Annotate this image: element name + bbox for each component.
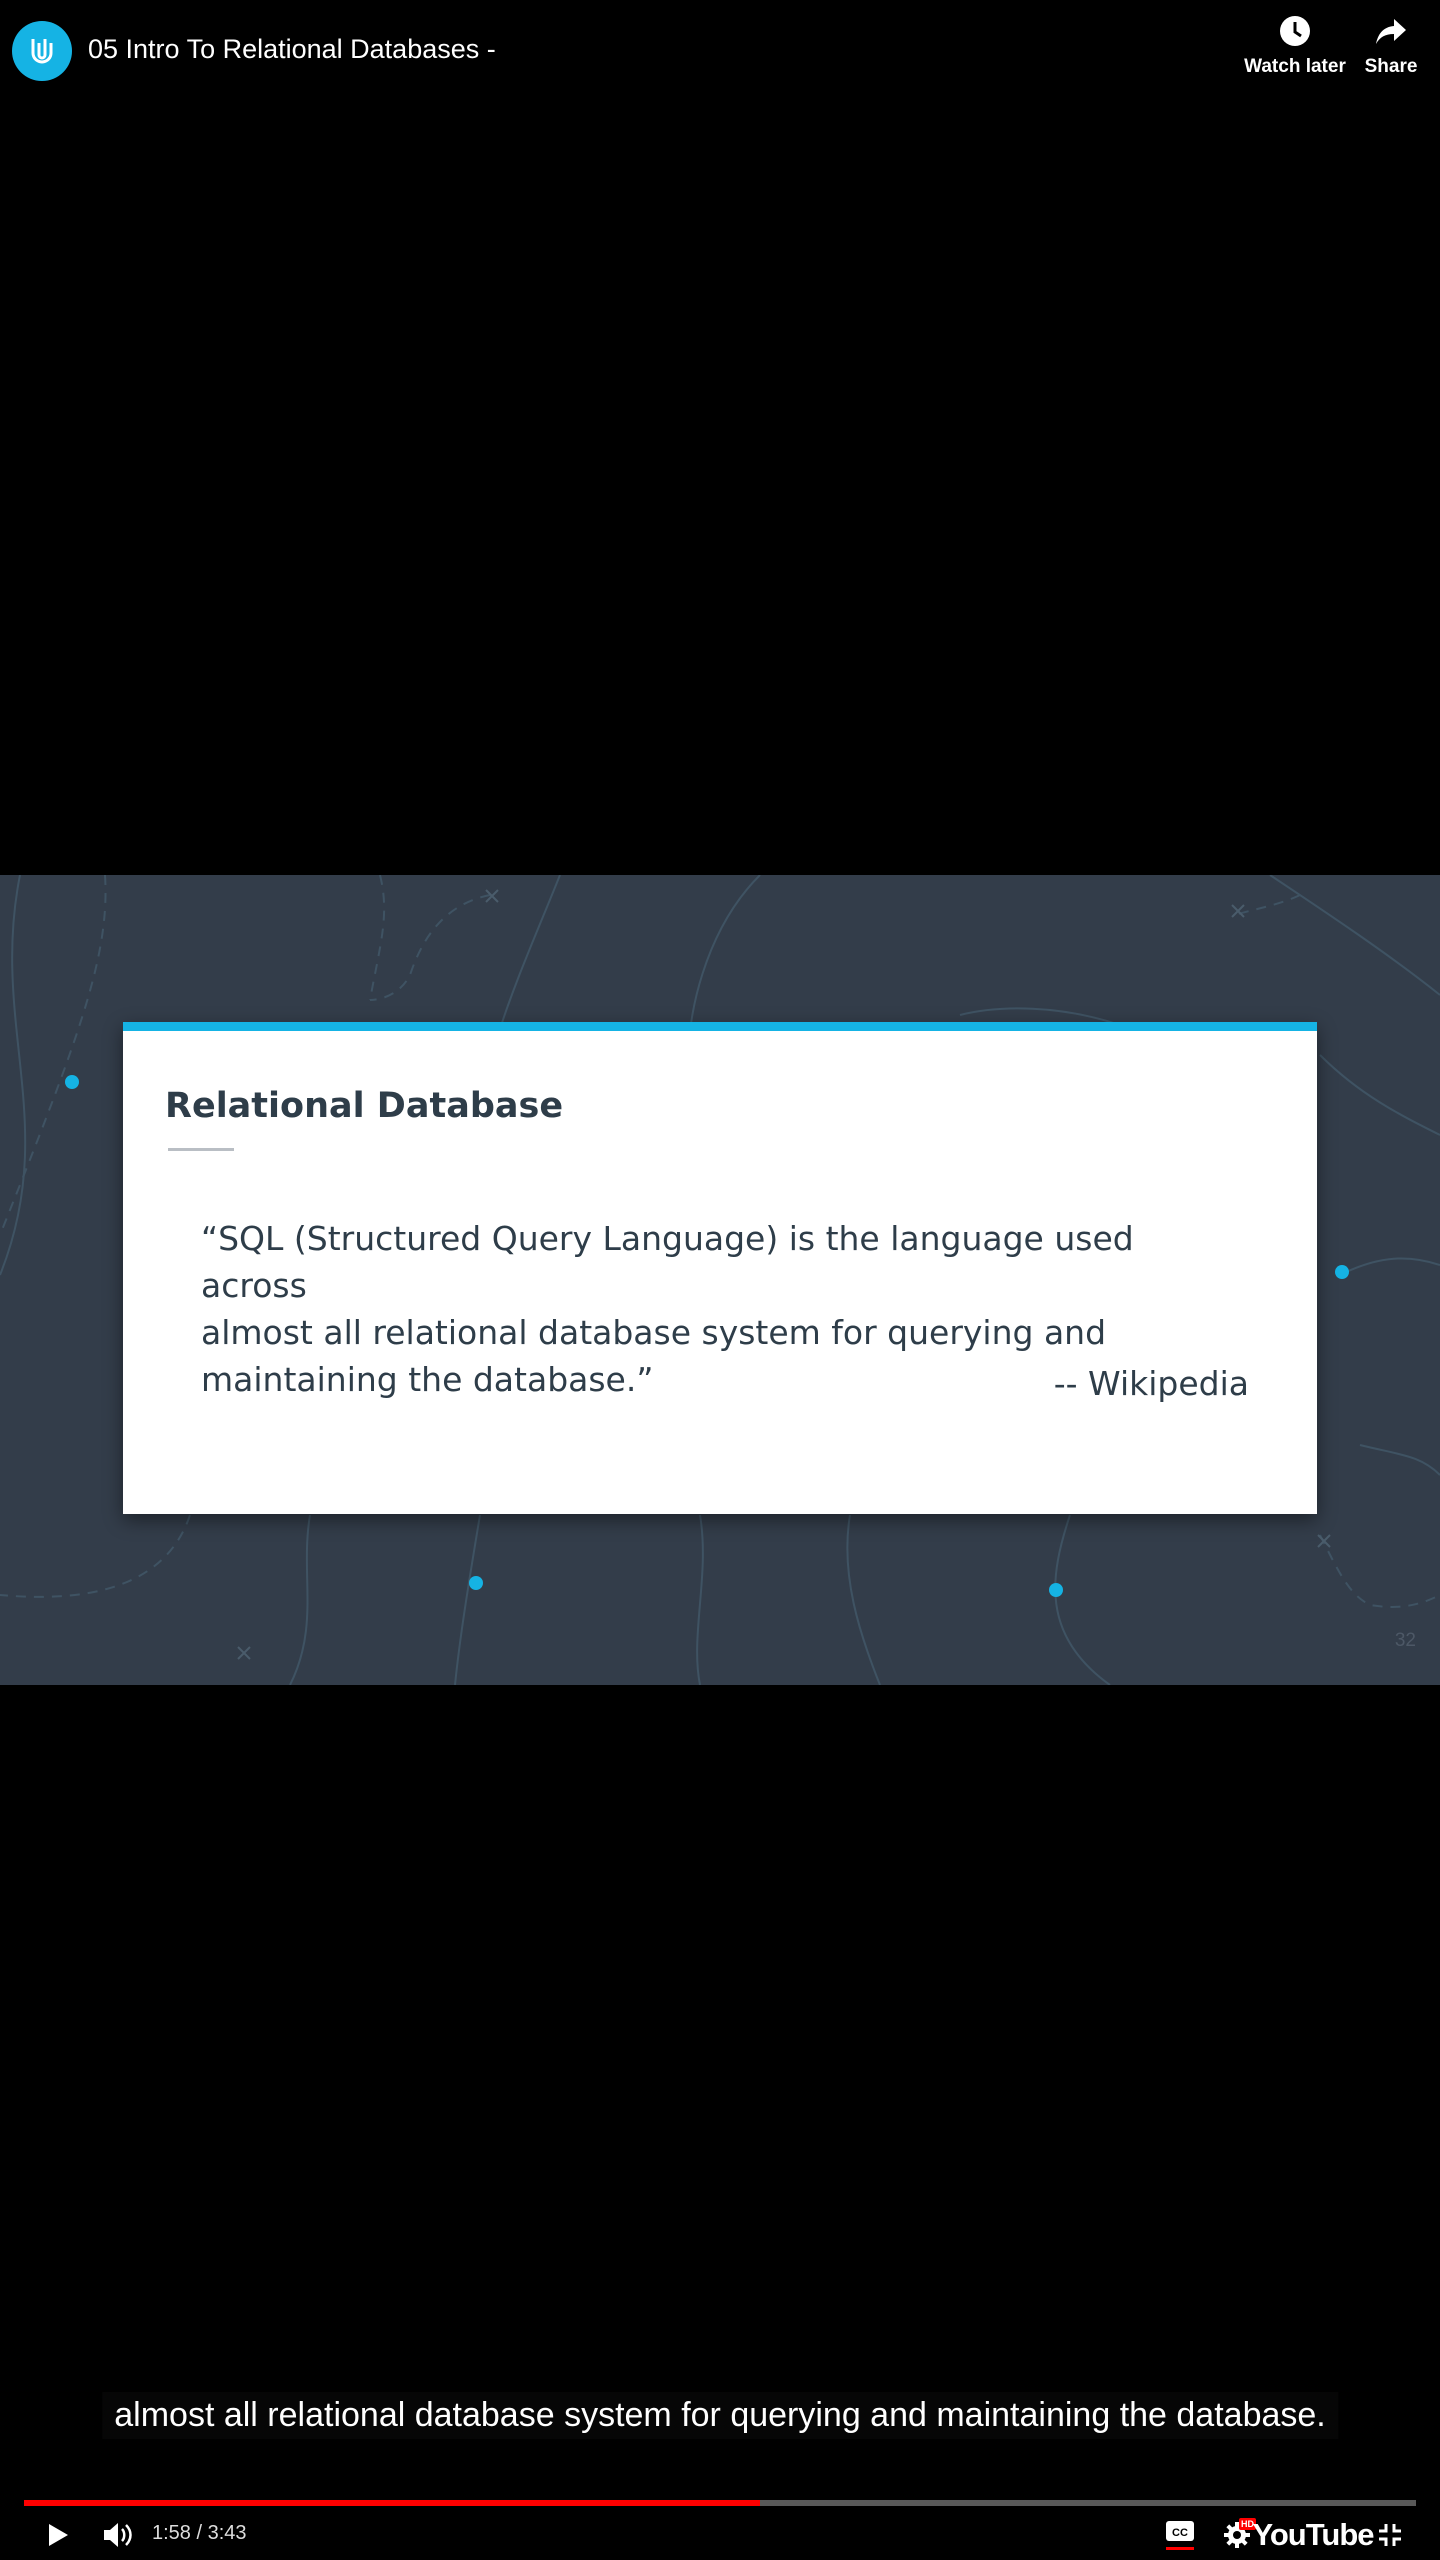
hd-badge: HD	[1239, 2518, 1256, 2530]
volume-button[interactable]	[96, 2510, 140, 2560]
watch-later-button[interactable]: Watch later	[1240, 14, 1350, 78]
captions-button[interactable]: CC	[1160, 2510, 1200, 2560]
channel-avatar[interactable]	[12, 21, 72, 81]
video-title[interactable]: 05 Intro To Relational Databases -	[88, 34, 496, 64]
quote-attribution: -- Wikipedia	[1053, 1364, 1249, 1403]
youtube-wordmark: YouTube	[1252, 2517, 1375, 2552]
quote-line: maintaining the database.”	[201, 1360, 654, 1399]
clock-icon	[1280, 16, 1310, 46]
exit-fullscreen-button[interactable]	[1370, 2510, 1410, 2560]
video-frame-slide[interactable]: Relational Database “SQL (Structured Que…	[0, 875, 1440, 1685]
slide-background-pattern	[0, 875, 1440, 1685]
current-time: 1:58	[152, 2522, 191, 2544]
settings-button[interactable]: HD	[1218, 2510, 1262, 2560]
svg-text:CC: CC	[1172, 2527, 1188, 2539]
share-arrow-icon	[1376, 19, 1406, 44]
watch-later-label: Watch later	[1244, 56, 1346, 77]
duration: 3:43	[207, 2522, 247, 2544]
title-underline	[168, 1148, 234, 1151]
play-icon	[49, 2524, 68, 2546]
player-controls: 1:58 / 3:43 CC HD	[0, 2510, 1440, 2560]
udacity-logo-icon	[31, 39, 53, 64]
play-button[interactable]	[36, 2510, 80, 2560]
slide-title: Relational Database	[165, 1086, 564, 1126]
volume-icon	[104, 2523, 132, 2547]
quote-line: “SQL (Structured Query Language) is the …	[201, 1219, 1134, 1305]
time-display: 1:58 / 3:43	[152, 2522, 247, 2545]
top-bar: 05 Intro To Relational Databases - Watch…	[0, 0, 1440, 110]
card-accent-stripe	[123, 1022, 1317, 1031]
youtube-logo-button[interactable]: YouTube	[1253, 2510, 1375, 2560]
closed-captions-icon: CC	[1166, 2521, 1194, 2541]
progress-bar[interactable]	[24, 2500, 1416, 2506]
captions-active-indicator	[1166, 2547, 1194, 2550]
slide-quote: “SQL (Structured Query Language) is the …	[201, 1215, 1231, 1403]
exit-fullscreen-icon	[1379, 2524, 1401, 2546]
time-separator: /	[196, 2522, 208, 2544]
progress-played	[24, 2500, 761, 2506]
subtitle-caption: almost all relational database system fo…	[102, 2392, 1338, 2439]
slide-number: 32	[1394, 1630, 1416, 1651]
slide-card: Relational Database “SQL (Structured Que…	[123, 1022, 1317, 1514]
share-label: Share	[1364, 56, 1418, 77]
quote-line: almost all relational database system fo…	[201, 1313, 1107, 1352]
share-button[interactable]: Share	[1360, 14, 1422, 78]
